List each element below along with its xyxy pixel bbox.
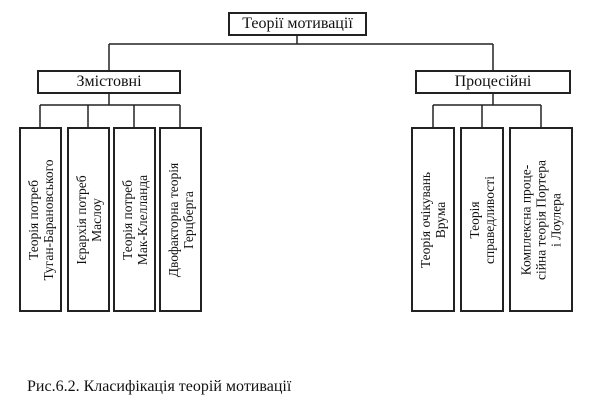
figure-caption: Рис.6.2. Класифікація теорій мотивації (27, 378, 292, 395)
theory-box-tugan-baranovsky: Теорія потреб Туган-Барановського (19, 127, 62, 312)
group-label-content: Змістовні (76, 73, 142, 90)
theory-label-justice: Теорія справедливості (467, 175, 497, 264)
theory-label-herzberg: Двофакторна теорія Герцберга (165, 162, 196, 277)
theory-label-tugan-baranovsky: Теорія потреб Туган-Барановського (25, 158, 56, 281)
theory-box-vroom: Теорія очікувань Врума (411, 127, 455, 312)
group-box-process: Процесійні (415, 70, 571, 94)
theory-box-maslow: Ієрархія потреб Маслоу (67, 127, 110, 312)
theory-label-porter-lawler: Комплексна проце- сійна теорія Портера і… (518, 159, 564, 280)
theory-box-justice: Теорія справедливості (460, 127, 504, 312)
group-box-content: Змістовні (37, 70, 181, 94)
theory-label-maslow: Ієрархія потреб Маслоу (73, 174, 104, 265)
theory-box-herzberg: Двофакторна теорія Герцберга (159, 127, 202, 312)
group-label-process: Процесійні (454, 73, 532, 90)
theory-box-porter-lawler: Комплексна проце- сійна теорія Портера і… (509, 127, 573, 312)
theory-box-mcclelland: Теорія потреб Мак-Клелланда (113, 127, 156, 312)
theory-label-vroom: Теорія очікувань Врума (418, 171, 448, 268)
theory-label-mcclelland: Теорія потреб Мак-Клелланда (119, 174, 150, 265)
root-label: Теорії мотивації (242, 15, 353, 32)
root-box: Теорії мотивації (228, 12, 367, 36)
